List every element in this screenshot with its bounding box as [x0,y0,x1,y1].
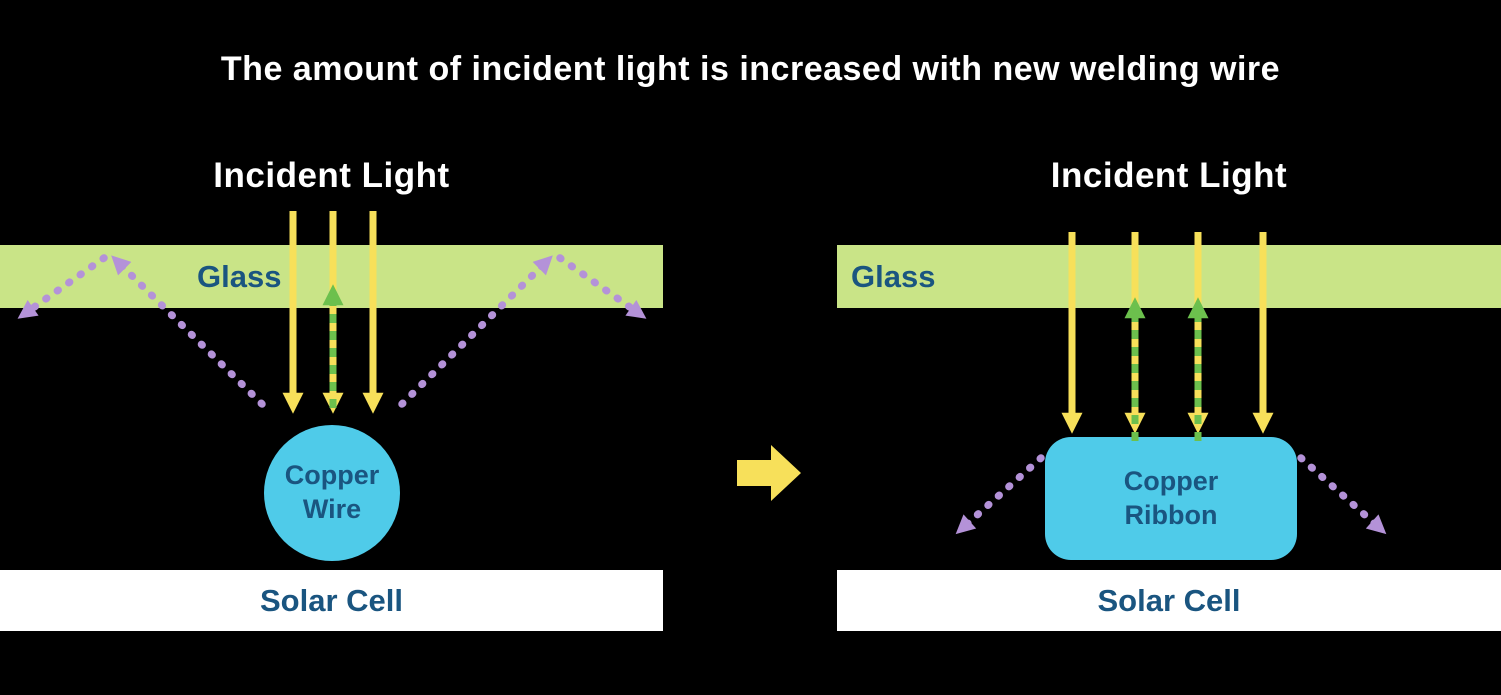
transition-arrow [737,445,801,501]
copper-wire-shape: Copper Wire [264,425,400,561]
solar-cell-label-left: Solar Cell [260,582,403,618]
diagram-title: The amount of incident light is increase… [220,50,1281,88]
incident-light-label-left: Incident Light [213,156,450,195]
reflected-light-arrows-right [1124,297,1209,441]
copper-wire-label-line1: Copper [284,460,380,491]
solar-cell-layer-right: Solar Cell [837,570,1501,631]
glass-layer-left: Glass [0,245,663,308]
copper-ribbon-label-line1: Copper [1123,465,1219,496]
glass-layer-right: Glass [837,245,1501,308]
glass-label-left: Glass [197,258,282,294]
glass-label-right: Glass [851,258,936,294]
copper-wire-label-line2: Wire [302,494,362,524]
solar-cell-layer-left: Solar Cell [0,570,663,631]
incident-light-label-right: Incident Light [1050,156,1288,195]
solar-cell-label-right: Solar Cell [1097,582,1241,618]
copper-ribbon-label-line2: Ribbon [1124,499,1218,530]
copper-ribbon-shape: Copper Ribbon [1045,437,1297,560]
